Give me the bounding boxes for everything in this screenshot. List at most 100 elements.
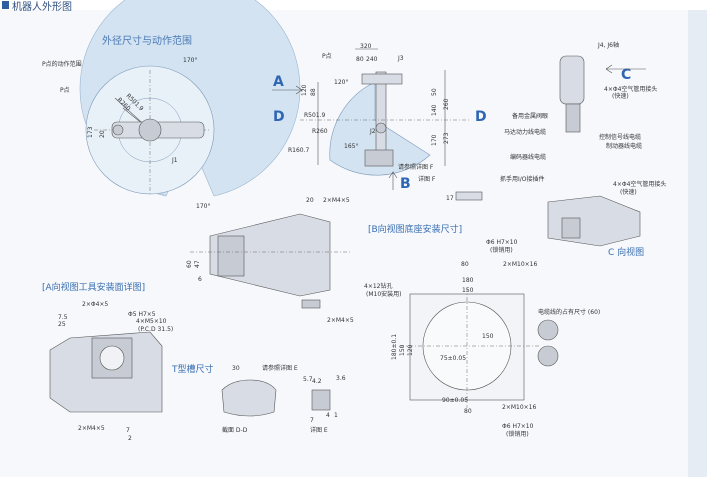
quick2-label: (快速) [620,188,637,196]
p-point-label: P点 [60,86,70,94]
detail-e-shape [311,389,331,411]
p-range-label: P点的动作范围 [42,60,82,68]
b-m10-bot-label: 2×M10×16 [502,404,537,411]
arrow-d2-label: D [475,109,487,125]
d273-label: 273 [443,132,450,144]
r260-label: R260 [312,128,328,135]
middle-arm-view: 20 2×M4×5 60 47 6 2×M4×5 [186,197,354,324]
a-d25-label: 25 [58,321,66,328]
air-label: 4×Φ4空气管用接头 [604,85,657,93]
j1-label: J1 [171,157,178,164]
mid-d20-label: 20 [306,197,314,204]
brake-label: 制动器线电缆 [606,142,642,150]
d320-label: 320 [360,43,372,50]
d260-label: 260 [443,98,450,110]
side-upper-arm [361,73,403,85]
right-margin-bar [688,10,707,477]
a-m4b-label: 2×M4×5 [78,425,105,432]
angle-170-bottom: 170° [196,203,210,210]
t-d7-label: 7 [310,417,314,424]
section-dd-shape [221,379,277,417]
a-m4-label: 4×M5×10 [136,318,167,325]
section-dd-label: 截面 D-D [222,426,248,434]
robot-wrist-top [112,124,124,136]
motor-cable-label: 马达动力线电缆 [504,128,546,136]
a-phi4-label: 2×Φ4×5 [82,301,108,308]
d170-label: 170 [431,134,438,146]
mid-m4b-label: 2×M4×5 [327,317,354,324]
d140-label: 140 [431,104,438,116]
d240-label: 240 [366,56,378,63]
d88-label: 88 [310,88,317,96]
d20-label: 20 [99,130,106,138]
a-pcd-label: (P.C.D 31.5) [138,326,173,333]
quick-label: (快速) [612,92,629,100]
b-m12-label: 4×12钻孔 [364,282,392,290]
b-d150h-label: 150 [399,344,406,356]
reach-view: 外径尺寸与动作范围 P点的动作范围 P点 R501.9 R260 170° 17… [42,0,301,210]
b-d90-label: 90±0.05 [442,397,468,404]
t-d57-label: 5.7 [303,376,313,383]
b-d150-label: 150 [482,333,494,340]
j3-label: J3 [397,55,404,62]
b-m10-top-label: 2×M10×16 [503,261,538,268]
io-label: 抓手用I/O接插件 [500,175,545,183]
d80-label: 80 [356,56,364,63]
detail-f-part [455,191,483,201]
header-square-icon [2,1,9,9]
side-base [364,149,394,167]
a165-label: 165° [344,143,358,150]
mid-d47-label: 47 [194,260,201,268]
d50-label: 50 [431,88,438,96]
a-view-flange-circle [99,345,125,371]
b-lock-top-label: (锁销用) [490,246,513,254]
arrow-b-label: B [400,176,411,192]
mid-d6-label: 6 [198,276,202,283]
side-joint-j2 [375,122,387,134]
arrow-d1-label: D [273,109,285,125]
header-title: 机器人外形图 [12,2,72,13]
d120-label: 120 [301,84,308,96]
middle-bottom-part [301,299,321,309]
ref-e-label: 请参照详图 E [262,364,298,372]
a-d75-label: 7.5 [58,314,68,321]
a-d2-label: 2 [128,435,132,442]
a-view-title: [A向视图工具安装面详图] [42,281,145,293]
arrow-c-label: C [621,67,631,83]
robot-base-top [138,118,162,142]
arrow-a-icon [272,85,303,95]
valve-label: 备用金属阀眼 [512,112,548,120]
mid-m4-label: 2×M4×5 [323,197,350,204]
detail-e-label: 详图 E [310,426,328,434]
b-cable-space-label: 电缆线的占有尺寸 (60) [538,308,600,316]
b-phi6-top-label: Φ6 H7×10 [486,239,518,246]
a-view: [A向视图工具安装面详图] 2×Φ4×5 25 7.5 4×M5×10 (P.C… [42,281,173,442]
arrow-b-icon [388,171,398,190]
b-phi6-bot-label: Φ6 H7×10 [502,423,534,430]
side-column [375,71,387,163]
t-d42-label: 4.2 [312,378,322,385]
b-view-connector-1 [537,319,559,341]
c-view-lower-part [565,103,581,133]
t-slot-title: T型槽尺寸 [171,363,214,375]
b-d180h-label: 180±0.1 [391,334,398,360]
b-d75-label: 75±0.05 [440,355,466,362]
t-slot-views: T型槽尺寸 请参照详图 E 30 截面 D-D 5.7 4.2 3.6 4 1 … [171,363,346,434]
a120-label: 120° [334,79,348,86]
d17-label: 17 [446,195,454,202]
r501-label: R501.9 [304,112,326,119]
air2-label: 4×Φ4空气管用接头 [613,180,666,188]
b-lock-bot-label: (锁销用) [506,430,529,438]
t-d30-label: 30 [232,365,240,372]
side-view: P点 320 80 240 J3 120° R501.9 R260 R160.7… [272,43,487,202]
side-p-label: P点 [322,52,332,60]
c-view: J4, J6轴 C 4×Φ4空气管用接头 (快速) 备用金属阀眼 马达动力线电缆… [500,41,666,258]
b-m10-use-label: (M10安装用) [366,290,402,298]
angle-170-top: 170° [183,57,197,64]
j2-label: J2 [369,128,376,135]
b-view-title: [B向视图底座安装尺寸] [368,223,462,235]
t-d36-label: 3.6 [336,375,346,382]
c-view-upper-part [559,55,585,105]
